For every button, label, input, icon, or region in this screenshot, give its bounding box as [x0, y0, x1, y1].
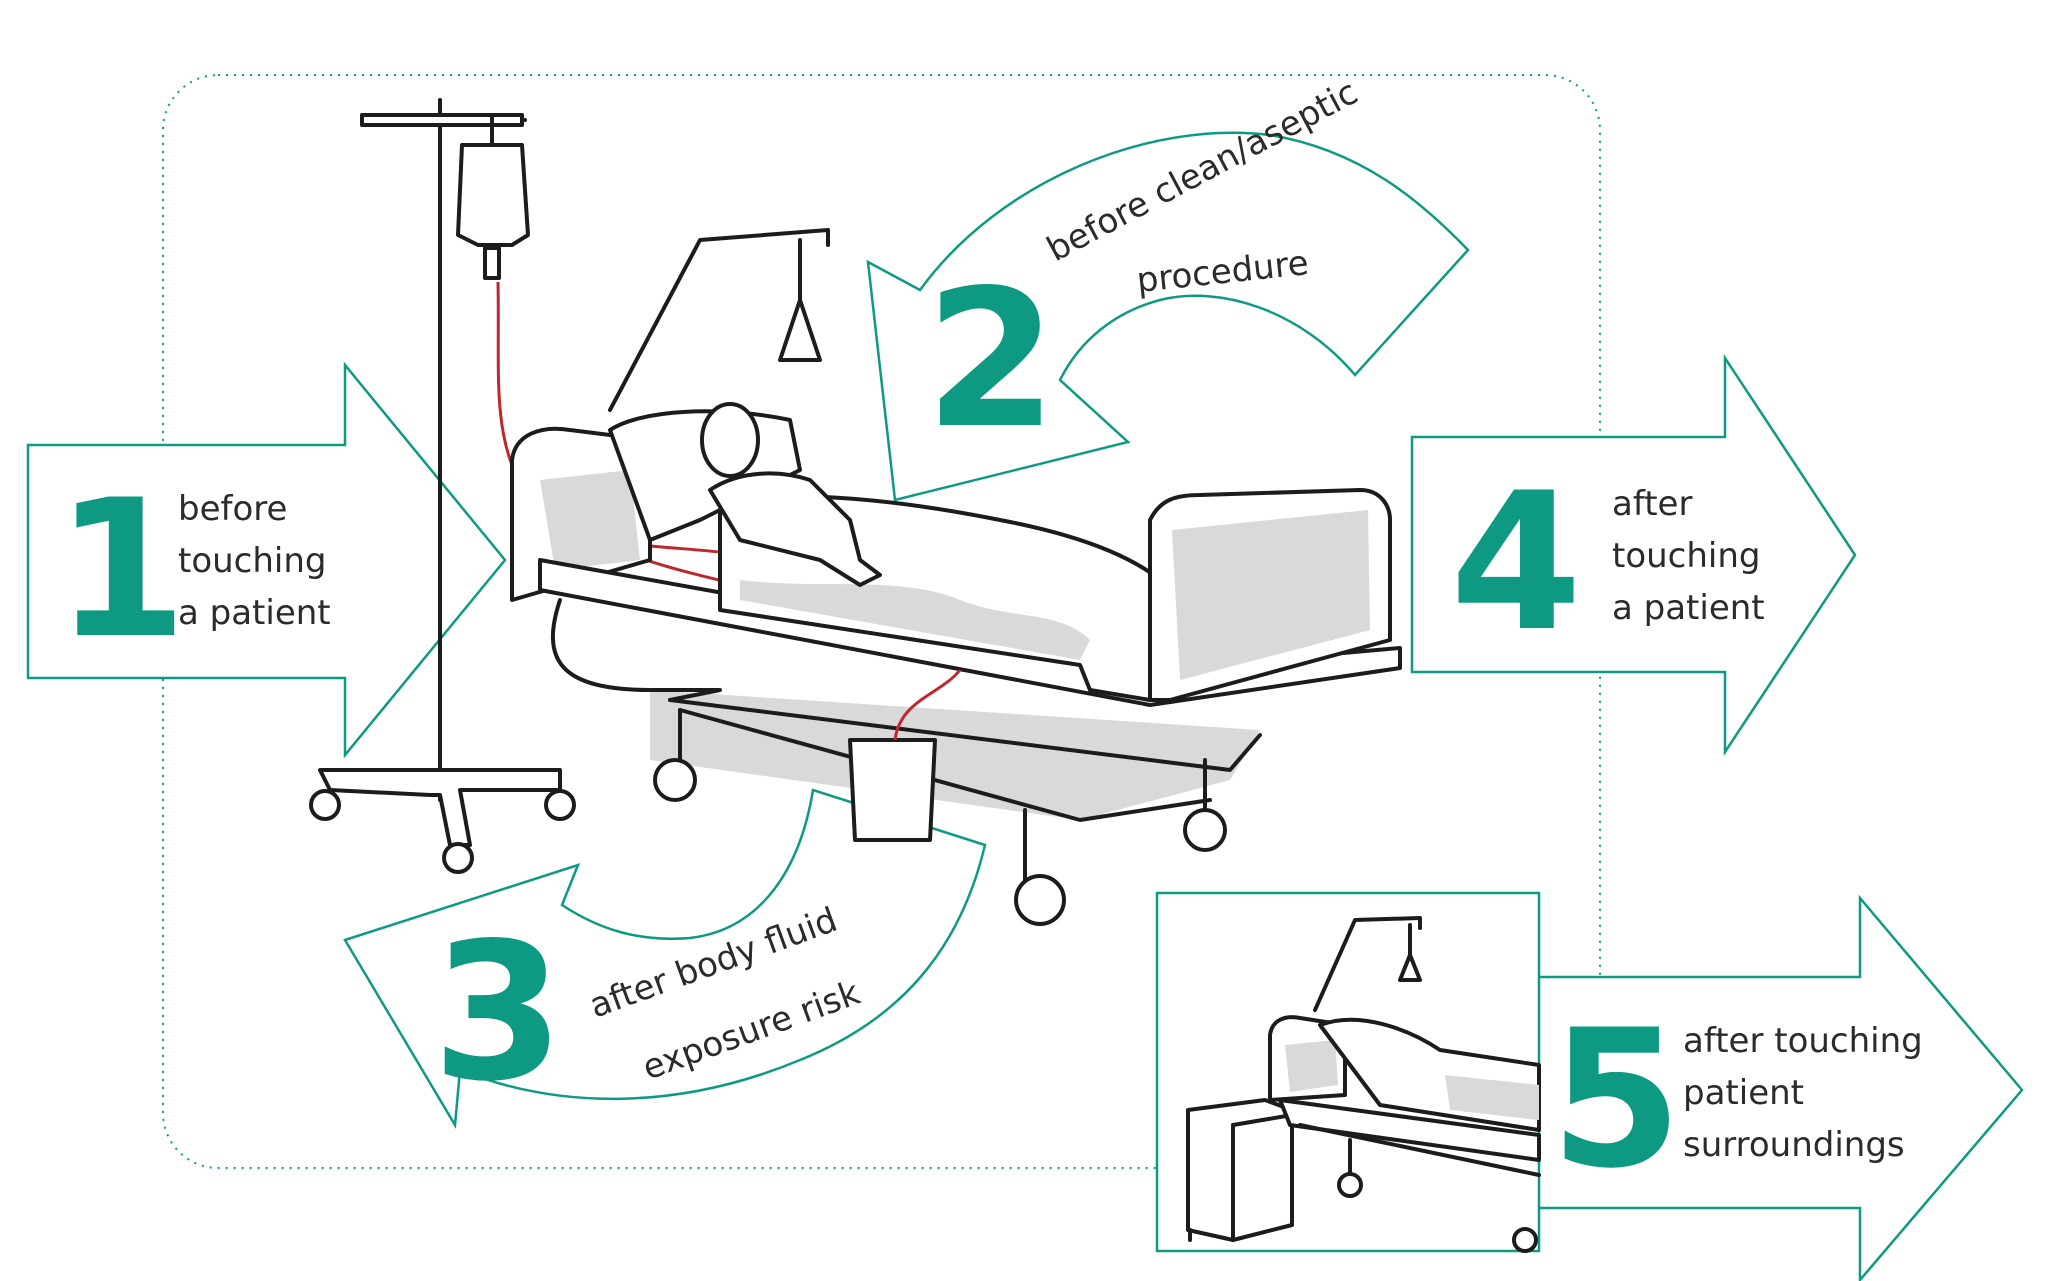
moment-5-label-line-1: after touching [1683, 1021, 1923, 1061]
moment-4-label-line-2: touching [1612, 536, 1761, 576]
moment-1-label-line-1: before [178, 489, 287, 529]
moment-1-number: 1 [55, 459, 187, 680]
moment-4-arrow: 4 after touching a patient [1410, 353, 1857, 757]
moment-5-label-line-2: patient [1683, 1073, 1804, 1113]
iv-stand-illustration [309, 98, 794, 874]
hospital-bed-illustration [510, 228, 1402, 926]
moment-5-number: 5 [1550, 989, 1682, 1210]
moment-5-arrow: 5 after touching patient surroundings [1533, 894, 2024, 1281]
moment-1-label-line-3: a patient [178, 593, 331, 633]
moment-4-number: 4 [1450, 452, 1582, 673]
moment-2-number: 2 [925, 249, 1057, 470]
moment-2-arrow: 2 before clean/aseptic procedure [866, 72, 1470, 502]
moment-3-number: 3 [432, 902, 564, 1123]
moment-1-label-line-2: touching [178, 541, 327, 581]
moment-4-label-line-3: a patient [1612, 588, 1765, 628]
moment-1-arrow: 1 before touching a patient [26, 361, 507, 759]
moment-5-label-line-3: surroundings [1683, 1125, 1905, 1165]
moment-4-label-line-1: after [1612, 484, 1692, 524]
patient-surroundings-inset [1155, 891, 1541, 1253]
